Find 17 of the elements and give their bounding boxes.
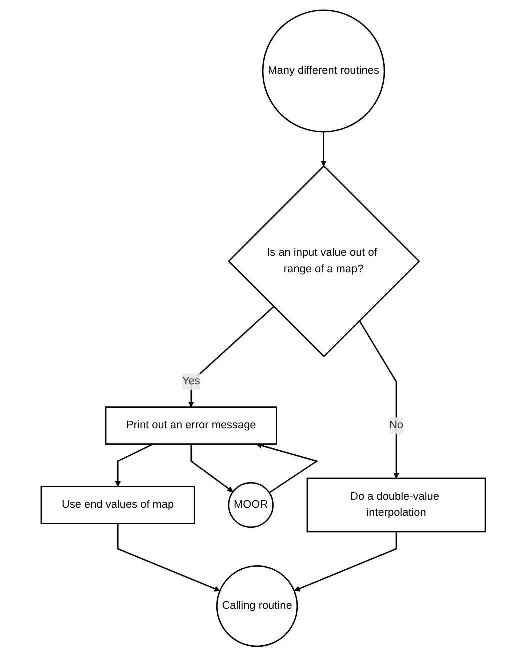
arrow	[359, 320, 400, 479]
arrow	[256, 442, 319, 494]
node-box: Print out an error message	[105, 406, 278, 445]
node-diamond: Is an input value out of range of a map?	[228, 165, 420, 358]
node-circle: Many different routines	[262, 10, 386, 133]
node-box: Use end values of map	[40, 486, 196, 524]
arrow	[320, 132, 327, 167]
node-circle: MOOR	[228, 482, 274, 528]
edge-label: Yes	[182, 376, 200, 388]
node-box: Do a double-value interpolation	[306, 478, 486, 533]
node-circle: Calling routine	[216, 566, 298, 648]
arrow	[190, 444, 234, 492]
edge-label: No	[390, 420, 404, 432]
arrow	[294, 532, 398, 592]
arrow	[115, 444, 154, 488]
arrow	[188, 306, 274, 408]
arrow	[117, 524, 220, 592]
